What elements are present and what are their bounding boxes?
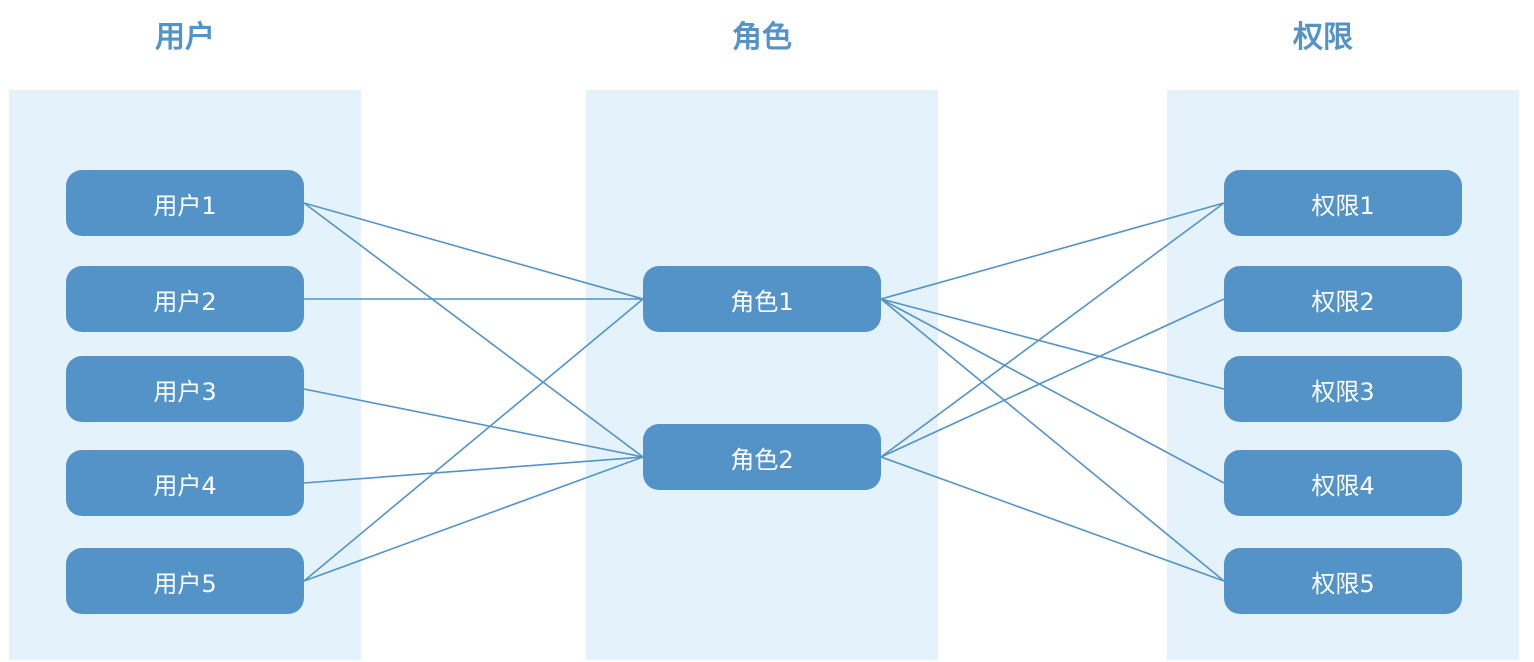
permission-node-1[interactable]: 权限1 — [1224, 170, 1462, 236]
user-node-5[interactable]: 用户5 — [66, 548, 304, 614]
role-node-2[interactable]: 角色2 — [643, 424, 881, 490]
roles-column-title: 角色 — [732, 20, 792, 55]
role-node-1[interactable]: 角色1 — [643, 266, 881, 332]
permission-node-2[interactable]: 权限2 — [1224, 266, 1462, 332]
permission-node-3[interactable]: 权限3 — [1224, 356, 1462, 422]
user-node-3[interactable]: 用户3 — [66, 356, 304, 422]
users-column-title: 用户 — [155, 20, 215, 55]
permission-node-4[interactable]: 权限4 — [1224, 450, 1462, 516]
permission-node-5[interactable]: 权限5 — [1224, 548, 1462, 614]
user-node-1[interactable]: 用户1 — [66, 170, 304, 236]
user-node-2[interactable]: 用户2 — [66, 266, 304, 332]
roles-panel — [586, 90, 938, 660]
user-node-4[interactable]: 用户4 — [66, 450, 304, 516]
permissions-column-title: 权限 — [1293, 20, 1353, 55]
